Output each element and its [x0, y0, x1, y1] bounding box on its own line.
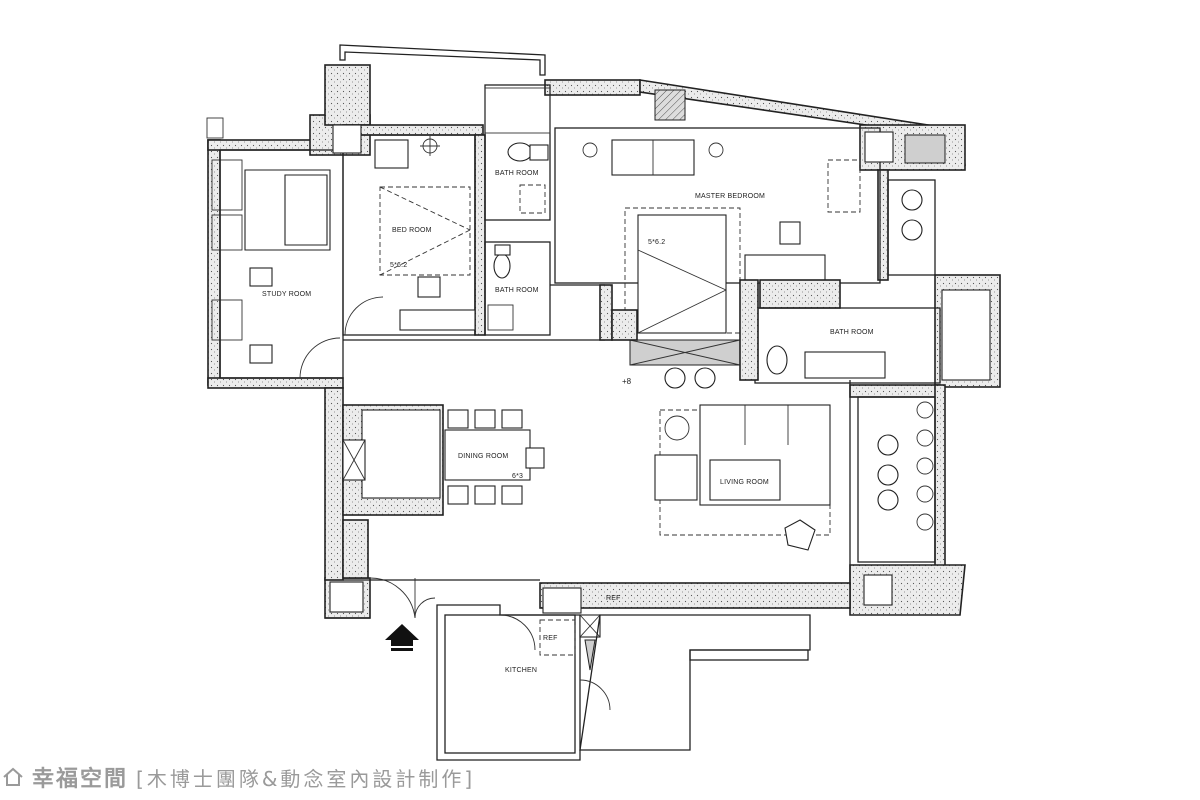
dining-table-size: 6*3 [512, 473, 523, 480]
bedroom-label: BED ROOM [392, 227, 432, 234]
level-mark: +8 [622, 377, 632, 386]
kitchen: KITCHEN REF REF [436, 595, 811, 761]
kitchen-label: KITCHEN [505, 667, 537, 674]
master-bedroom: MASTER BEDROOM 5*6.2 +8 [554, 127, 936, 389]
living-room-label: LIVING ROOM [720, 479, 769, 486]
dining-room: DINING ROOM 6*3 [342, 404, 545, 579]
watermark-footer: 幸福空間 [木博士團隊&動念室內設計制作] [2, 762, 475, 792]
bath-mid: BATH ROOM [484, 241, 551, 336]
study-room-label: STUDY ROOM [262, 291, 311, 298]
master-bath-label: BATH ROOM [830, 329, 874, 336]
bath-top: BATH ROOM [484, 84, 551, 221]
house-logo-icon [3, 767, 23, 786]
bath-top-label: BATH ROOM [495, 170, 539, 177]
study-room: STUDY ROOM [219, 149, 344, 379]
bath-mid-label: BATH ROOM [495, 287, 539, 294]
ref-label-2: REF [606, 595, 621, 602]
bedroom: BED ROOM 5*6.2 [342, 124, 486, 336]
ref-label-1: REF [543, 635, 558, 642]
living-room: LIVING ROOM [654, 396, 936, 563]
columns [206, 89, 946, 614]
bedroom-bed-size: 5*6.2 [390, 262, 407, 269]
dining-room-label: DINING ROOM [458, 453, 508, 460]
entrance [369, 577, 436, 651]
entrance-arrow-icon [385, 624, 419, 640]
interior-walls [343, 279, 851, 585]
master-bedroom-label: MASTER BEDROOM [695, 193, 765, 200]
master-bed-size: 5*6.2 [648, 239, 665, 246]
credit-text: [木博士團隊&動念室內設計制作] [136, 766, 476, 791]
master-bath: BATH ROOM [754, 289, 991, 384]
brand-name: 幸福空間 [32, 767, 129, 792]
